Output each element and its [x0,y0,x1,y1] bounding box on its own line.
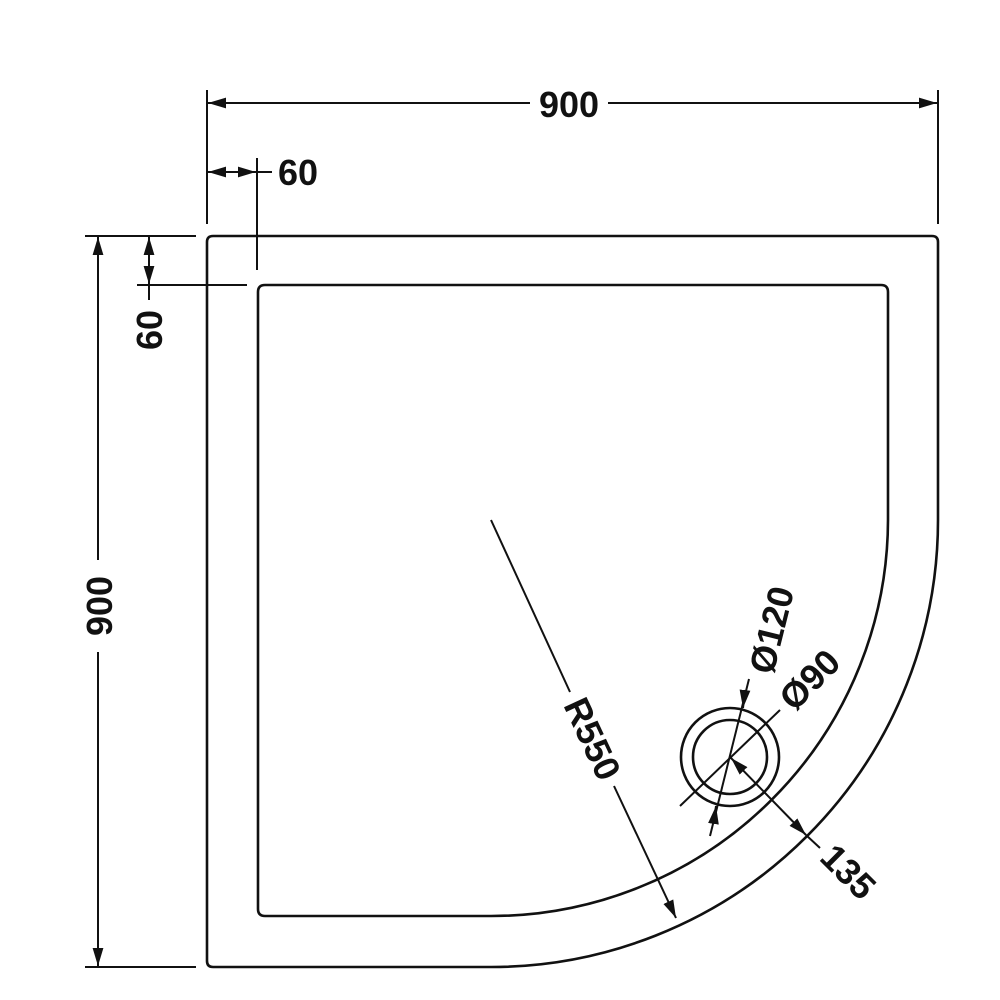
radius-leader-upper [490,519,571,693]
waste-inner-circle [691,718,769,796]
waste-outer-label: Ø120 [741,582,802,677]
waste-offset-label: 135 [813,836,884,907]
radius-leader-lower [613,785,677,919]
rim-left-label: 60 [129,310,170,350]
waste-outer-arrow-top [739,689,751,709]
tray-outer-outline [205,234,940,969]
width-label: 900 [539,84,599,125]
waste-inner-leader [679,709,781,807]
tray-inner-outline [256,283,890,918]
depth-label: 900 [79,576,120,636]
waste-offset-leader-tail [805,834,821,849]
radius-label: R550 [556,691,630,786]
waste-outer-circle [679,706,781,808]
waste-offset-leader [730,757,807,836]
waste-outer-arrow-bottom [708,805,719,825]
rim-top-label: 60 [278,152,318,193]
